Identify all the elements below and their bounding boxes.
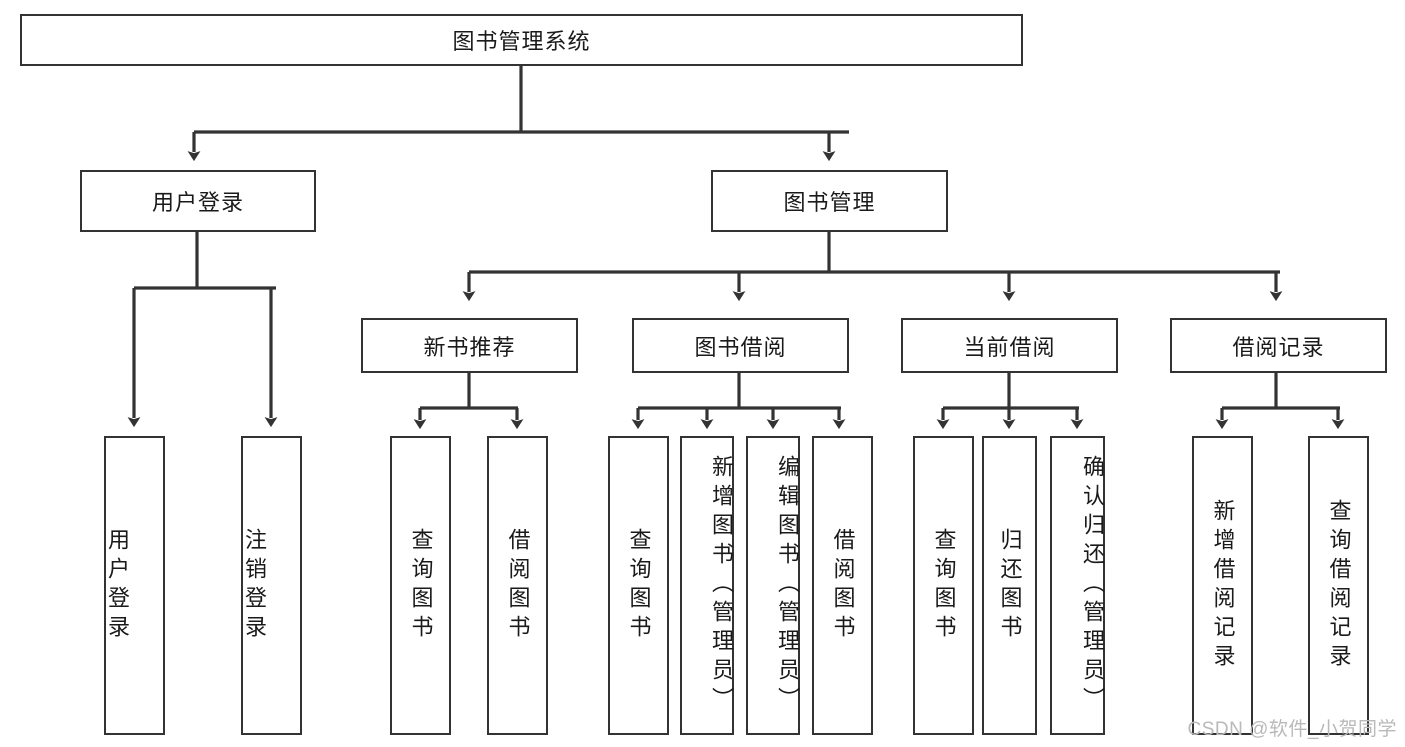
- node-leaf-confirm-return-label: 确认归还（管理员）: [1080, 455, 1105, 716]
- node-leaf-borrow-book-2-label: 借阅图书: [830, 527, 856, 644]
- node-leaf-confirm-return[interactable]: 确认归还（管理员）: [1050, 436, 1105, 735]
- node-user-login[interactable]: 用户登录: [80, 170, 316, 232]
- node-current-borrow-label: 当前借阅: [963, 334, 1056, 360]
- node-leaf-add-record[interactable]: 新增借阅记录: [1192, 436, 1253, 735]
- node-leaf-add-book-label: 新增图书（管理员）: [709, 455, 734, 716]
- node-borrow-record[interactable]: 借阅记录: [1170, 318, 1387, 373]
- node-leaf-query-record[interactable]: 查询借阅记录: [1308, 436, 1369, 735]
- node-leaf-borrow-book-2[interactable]: 借阅图书: [812, 436, 873, 735]
- node-book-borrow-label: 图书借阅: [694, 334, 787, 360]
- node-leaf-edit-book-label: 编辑图书（管理员）: [775, 455, 800, 716]
- node-leaf-return-book-label: 归还图书: [997, 527, 1023, 644]
- node-borrow-record-label: 借阅记录: [1232, 334, 1325, 360]
- node-root-label: 图书管理系统: [452, 29, 591, 54]
- node-current-borrow[interactable]: 当前借阅: [901, 318, 1118, 373]
- node-leaf-user-logout[interactable]: 注销登录: [241, 436, 302, 735]
- node-leaf-add-book[interactable]: 新增图书（管理员）: [680, 436, 734, 735]
- node-leaf-edit-book[interactable]: 编辑图书（管理员）: [746, 436, 800, 735]
- node-user-login-label: 用户登录: [151, 190, 244, 215]
- node-root[interactable]: 图书管理系统: [20, 14, 1023, 66]
- node-leaf-query-book-1-label: 查询图书: [408, 527, 434, 644]
- node-leaf-return-book[interactable]: 归还图书: [982, 436, 1037, 735]
- node-leaf-query-book-1[interactable]: 查询图书: [390, 436, 451, 735]
- node-leaf-query-record-label: 查询借阅记录: [1326, 498, 1352, 673]
- node-leaf-add-record-label: 新增借阅记录: [1210, 498, 1236, 673]
- node-leaf-query-book-3[interactable]: 查询图书: [913, 436, 974, 735]
- node-book-management[interactable]: 图书管理: [711, 170, 948, 232]
- node-leaf-user-logout-label: 注销登录: [242, 527, 267, 644]
- node-book-management-label: 图书管理: [783, 190, 876, 215]
- node-leaf-query-book-2[interactable]: 查询图书: [608, 436, 669, 735]
- node-new-book-recommend[interactable]: 新书推荐: [361, 318, 578, 373]
- node-leaf-borrow-book-1[interactable]: 借阅图书: [487, 436, 548, 735]
- node-leaf-borrow-book-1-label: 借阅图书: [505, 527, 531, 644]
- node-leaf-query-book-3-label: 查询图书: [931, 527, 957, 644]
- node-book-borrow[interactable]: 图书借阅: [632, 318, 849, 373]
- node-leaf-user-login[interactable]: 用户登录: [104, 436, 165, 735]
- node-leaf-query-book-2-label: 查询图书: [626, 527, 652, 644]
- csdn-watermark: CSDN @软件_小贺同学: [1187, 719, 1397, 740]
- node-leaf-user-login-label: 用户登录: [105, 527, 130, 644]
- node-new-book-recommend-label: 新书推荐: [423, 334, 516, 360]
